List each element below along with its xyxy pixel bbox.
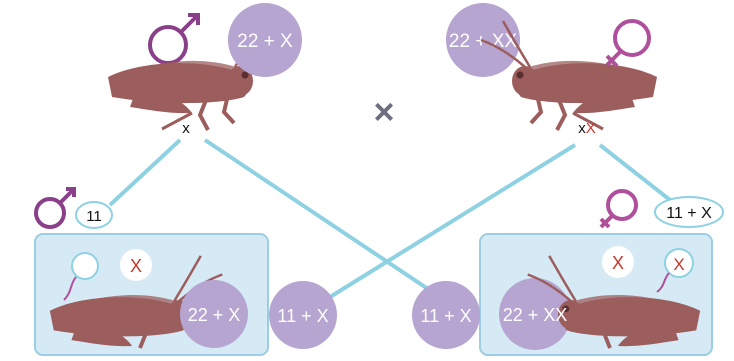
female-parent: 22 + XX xX [446, 3, 657, 137]
line-female-to-bottom-left [328, 143, 577, 299]
gamete-circle-female-x-label: 11 + X [420, 306, 471, 326]
gamete-oval-11 [75, 201, 113, 229]
offspring-left-chromosome-circle [180, 280, 248, 348]
line-male-to-left [108, 138, 182, 207]
x-chromosome-mark: X [130, 256, 142, 276]
male-gamete-mark: x [182, 120, 190, 137]
grasshopper-female-icon [480, 20, 657, 131]
female-symbol-icon [605, 19, 651, 68]
offspring-right-chromosome-label: 22 + XX [503, 305, 568, 325]
male-gamete-left: 11 [34, 187, 113, 229]
sperm-cell-icon [63, 252, 99, 301]
x-chromosome-mark-2: X [673, 255, 684, 274]
cross-lines [108, 138, 672, 299]
gamete-circle-male-x-label: 11 + X [277, 306, 328, 326]
offspring-left: X 22 + X [49, 249, 248, 349]
x-chromosome-cell [120, 249, 152, 281]
gamete-label-11x: 11 + X [666, 205, 712, 222]
female-gamete-mark: xX [578, 120, 596, 137]
gamete-oval-11x [654, 196, 724, 228]
gamete-circle-female-x [412, 281, 480, 349]
x-chromosome-cell-1 [602, 246, 634, 278]
offspring-right-chromosome-circle [499, 278, 571, 350]
line-female-to-right [598, 143, 672, 202]
male-symbol-icon [148, 13, 200, 65]
line-male-to-bottom-right [203, 138, 442, 299]
offspring-right: 22 + XX X X [499, 246, 701, 350]
cross-symbol: × [373, 91, 394, 132]
offspring-left-chromosome-label: 22 + X [188, 305, 241, 325]
female-symbol-icon [599, 189, 638, 229]
gamete-label-11: 11 [86, 208, 102, 225]
egg-cell-icon [656, 248, 694, 293]
gamete-circle-male-x [269, 281, 337, 349]
male-chromosome-circle [228, 3, 302, 77]
male-symbol-icon [34, 187, 76, 229]
female-gamete-right: 11 + X [599, 189, 724, 229]
male-parent: 22 + X x [108, 3, 302, 137]
x-chromosome-mark-1: X [612, 253, 624, 273]
grasshopper-offspring-right-icon [527, 255, 701, 349]
male-chromosome-label: 22 + X [237, 31, 293, 52]
